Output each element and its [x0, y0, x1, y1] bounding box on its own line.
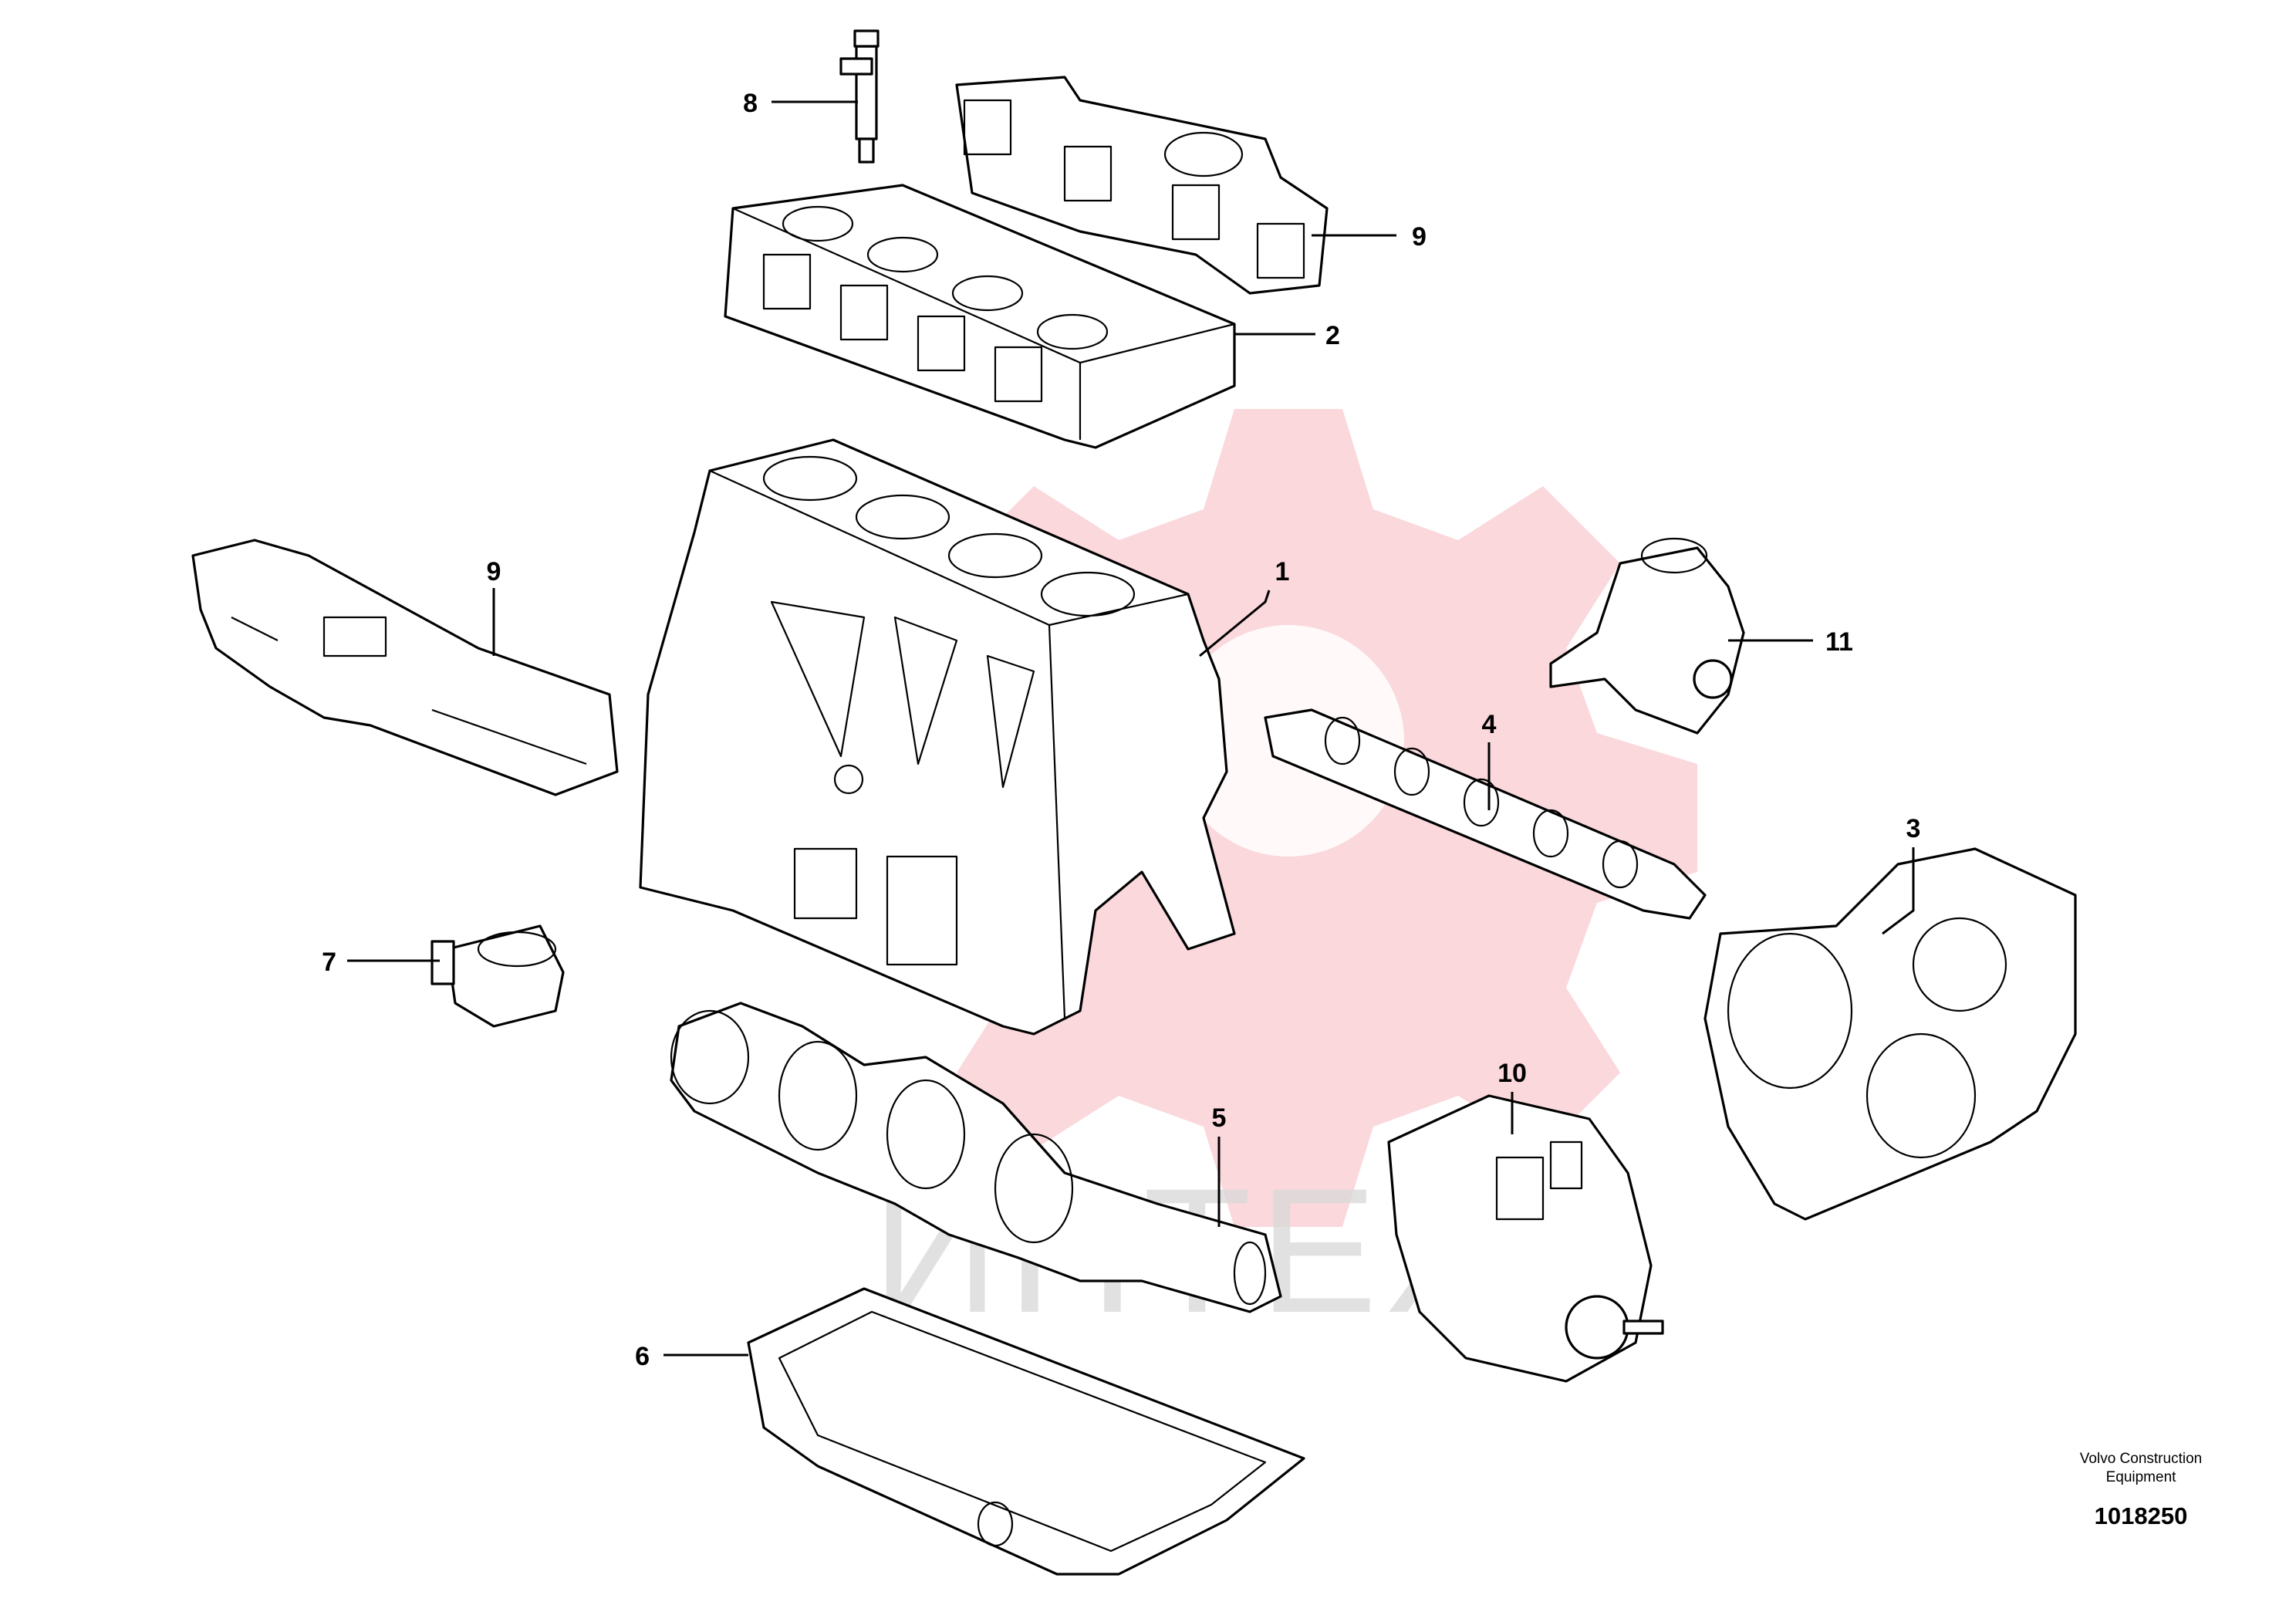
- callout-10: 10: [1497, 1059, 1527, 1088]
- water-pump-part: [1549, 537, 1745, 735]
- callout-5: 5: [1212, 1103, 1227, 1133]
- timing-gear-case-part: [1703, 847, 2077, 1221]
- intake-manifold-part: [191, 539, 619, 796]
- oil-cooler-part: [430, 924, 565, 1028]
- callout-4: 4: [1482, 710, 1497, 739]
- callout-3: 3: [1906, 814, 1921, 843]
- callout-2: 2: [1325, 321, 1340, 350]
- oil-pan-part: [747, 1287, 1305, 1576]
- leader-lines: [347, 100, 1915, 1357]
- credit-line-2: Equipment: [2106, 1469, 2177, 1485]
- credit-line-1: Volvo Construction: [2080, 1451, 2202, 1467]
- credit-block: Volvo Construction Equipment 1018250: [2080, 1451, 2202, 1529]
- callout-1: 1: [1275, 557, 1290, 586]
- cylinder-head-part: [724, 184, 1236, 449]
- callout-6: 6: [635, 1342, 650, 1371]
- crankshaft-part: [670, 1002, 1282, 1313]
- callout-7: 7: [322, 948, 336, 977]
- leader-line-3: [1882, 847, 1915, 935]
- cylinder-block-part: [639, 438, 1236, 1036]
- callout-8: 8: [743, 89, 758, 118]
- leader-line-1: [1199, 590, 1271, 657]
- callout-11: 11: [1825, 627, 1853, 657]
- camshaft-part: [1264, 708, 1707, 920]
- callout-labels: 8 9 2 9 1 11 4 3 7 10 5 6: [322, 89, 1920, 1371]
- injector-part: [839, 29, 880, 164]
- callout-9-top: 9: [1412, 222, 1427, 252]
- callout-9-left: 9: [487, 557, 501, 586]
- reference-number: 1018250: [2095, 1502, 2188, 1529]
- exhaust-manifold-part: [955, 76, 1329, 295]
- injection-pump-part: [1387, 1094, 1664, 1383]
